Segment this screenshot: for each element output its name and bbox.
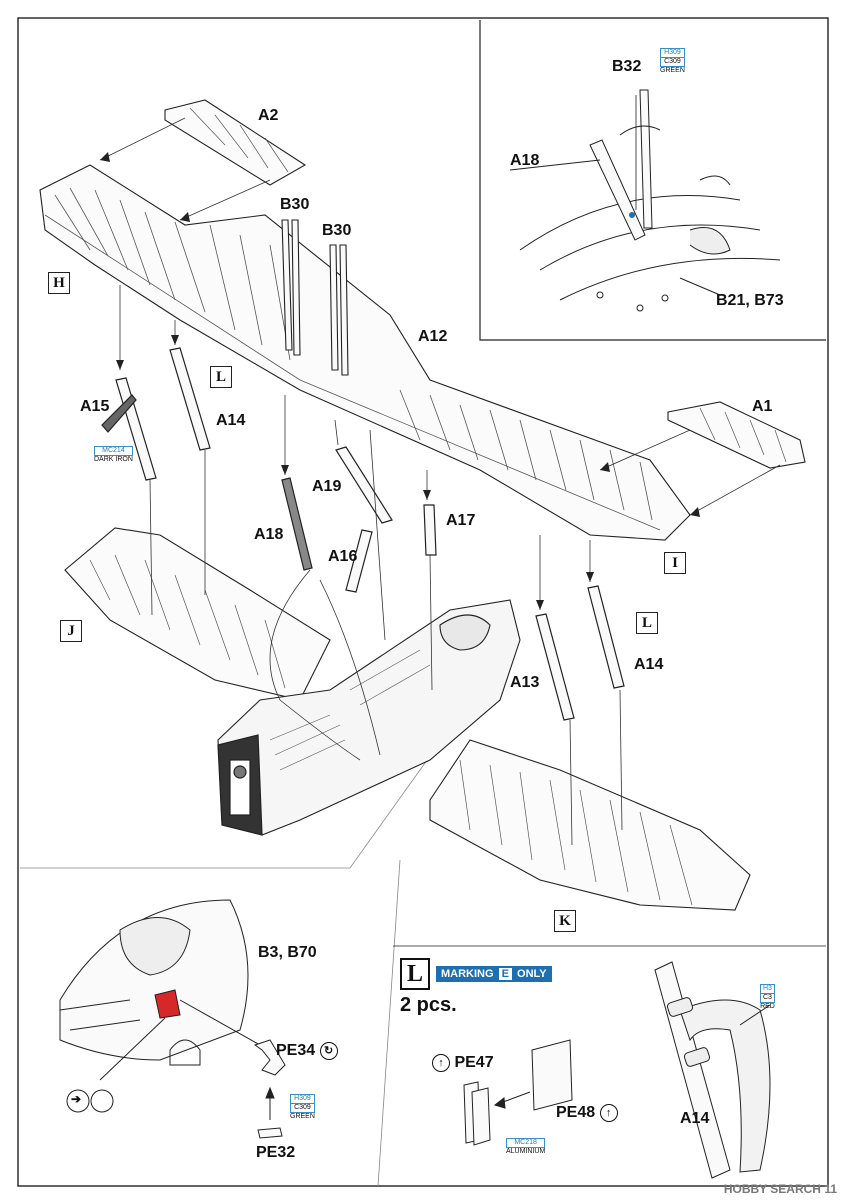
- paint-name: DARK IRON: [94, 456, 133, 463]
- paint-code: MC214: [94, 446, 133, 456]
- pe34-text: PE34: [276, 1042, 316, 1060]
- label-a13: A13: [510, 674, 540, 691]
- flip-arrow-icon: ↑: [432, 1054, 450, 1072]
- strut-a13: [535, 613, 575, 721]
- paint-name: GREEN: [290, 1113, 315, 1120]
- strut-a14-left: [169, 347, 211, 451]
- flip-arrow-icon: ↑: [599, 1104, 618, 1122]
- watermark-text: HOBBY SEARCH: [723, 1182, 821, 1196]
- lower-wing-right: [429, 739, 751, 911]
- label-a14-detail: A14: [680, 1110, 710, 1127]
- paint-name: RED: [760, 1003, 775, 1010]
- strut-a19: [335, 446, 393, 524]
- label-b30-left: B30: [280, 196, 310, 213]
- aileron-a2: [164, 99, 307, 186]
- label-pe47: ↑ PE47: [432, 1054, 494, 1072]
- fuselage: [217, 599, 521, 836]
- label-a18-main: A18: [254, 526, 284, 543]
- inset-cabane-detail: [509, 89, 781, 312]
- paint-code: H3: [760, 984, 775, 994]
- paint-name: GREEN: [660, 67, 685, 74]
- paint-callout-a14: H3 C3 RED: [760, 984, 775, 1011]
- paint-callout-b32: H309 C309 GREEN: [660, 48, 685, 75]
- paint-code: C309: [290, 1104, 315, 1113]
- pe47-text: PE47: [454, 1054, 494, 1072]
- paint-callout-pe47: MC218 ALUMINIUM: [506, 1138, 546, 1156]
- label-b30-right: B30: [322, 222, 352, 239]
- label-a12: A12: [418, 328, 448, 345]
- paint-callout-a15: MC214 DARK IRON: [94, 446, 133, 464]
- paint-code: H309: [660, 48, 685, 58]
- label-a1: A1: [752, 398, 773, 415]
- inset-a14-strap: [654, 961, 771, 1179]
- label-a16: A16: [328, 548, 358, 565]
- strut-a16: [345, 529, 373, 593]
- paint-name: ALUMINIUM: [506, 1148, 546, 1155]
- pe48-text: PE48: [556, 1104, 596, 1122]
- inset-cockpit-detail: [59, 899, 286, 1139]
- strut-a14-right: [587, 585, 625, 689]
- label-a15: A15: [80, 398, 110, 415]
- label-pe48: PE48 ↑: [556, 1104, 618, 1122]
- box-label-j: J: [60, 620, 82, 642]
- page-number: 11: [824, 1182, 837, 1196]
- label-pe34: PE34 ↻: [276, 1042, 338, 1060]
- label-pe32: PE32: [256, 1144, 296, 1161]
- label-a14-left: A14: [216, 412, 246, 429]
- strut-a17: [423, 504, 437, 556]
- footer-watermark: HOBBY SEARCH 11: [724, 1182, 837, 1196]
- marking-box-letter: L: [400, 958, 430, 990]
- radiator: [217, 734, 263, 836]
- label-b21-b73: B21, B73: [716, 292, 784, 309]
- strut-a18: [281, 477, 313, 571]
- label-a2: A2: [258, 107, 279, 124]
- piece-count: 2 pcs.: [400, 994, 457, 1016]
- paint-callout-pe32: H309 C309 GREEN: [290, 1094, 315, 1121]
- box-label-k: K: [554, 910, 576, 932]
- strut-b30-right: [329, 244, 349, 376]
- arrow-heads: [100, 152, 700, 610]
- paint-code: C309: [660, 58, 685, 67]
- marking-badge: MARKING E ONLY: [436, 966, 552, 982]
- box-label-l-right: L: [636, 612, 658, 634]
- strut-b30-left: [281, 219, 301, 356]
- label-a17: A17: [446, 512, 476, 529]
- paint-code: MC218: [506, 1138, 546, 1148]
- aileron-a1: [667, 401, 806, 469]
- label-a18-inset: A18: [510, 152, 540, 169]
- rotate-arrow-icon: ↻: [319, 1042, 338, 1060]
- paint-code: H309: [290, 1094, 315, 1104]
- box-label-h: H: [48, 272, 70, 294]
- flip-arrow-icon: ➔: [71, 1092, 82, 1106]
- paint-code: C3: [760, 994, 775, 1003]
- upper-wing-ribs: [44, 187, 661, 531]
- box-label-i: I: [664, 552, 686, 574]
- lower-wing-left: [64, 527, 331, 701]
- label-b3-b70: B3, B70: [258, 944, 317, 961]
- upper-wing: [39, 164, 691, 541]
- marking-letter: E: [498, 968, 512, 980]
- label-a19: A19: [312, 478, 342, 495]
- strut-a15: [101, 377, 157, 481]
- label-b32: B32: [612, 58, 642, 75]
- marking-prefix: MARKING: [441, 968, 494, 980]
- inset-pe47-detail: [463, 1039, 573, 1146]
- box-label-l-left: L: [210, 366, 232, 388]
- marking-suffix: ONLY: [517, 968, 547, 980]
- label-a14-right: A14: [634, 656, 664, 673]
